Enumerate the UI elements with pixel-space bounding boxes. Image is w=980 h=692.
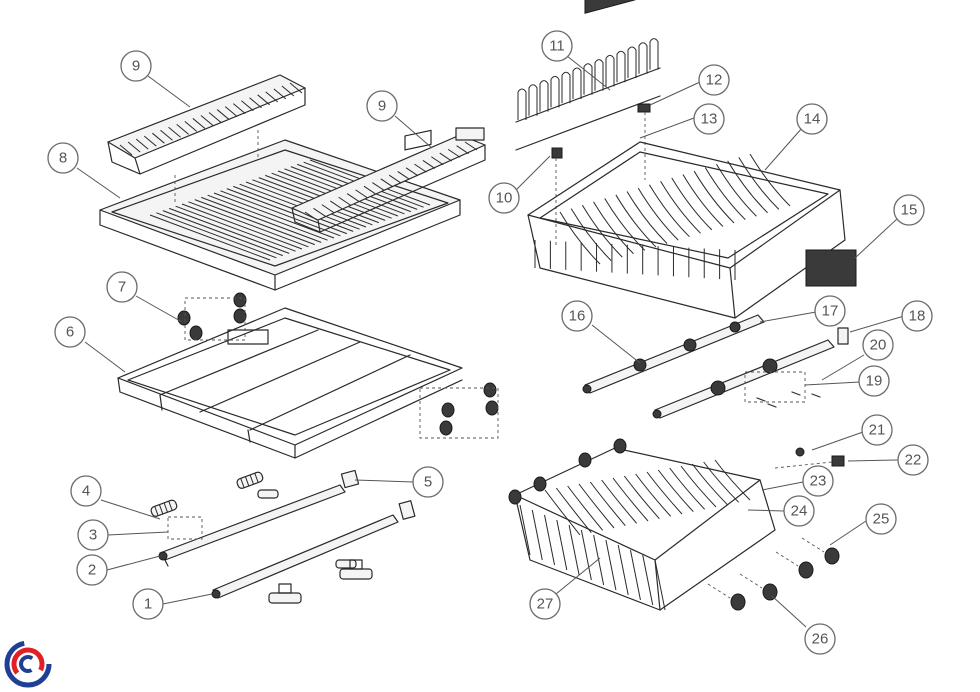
svg-text:8: 8 xyxy=(59,150,67,167)
svg-text:17: 17 xyxy=(822,303,839,320)
callout-16: 16 xyxy=(561,300,593,332)
svg-text:14: 14 xyxy=(804,111,821,128)
callout-9-right: 9 xyxy=(366,90,398,122)
svg-text:9: 9 xyxy=(132,58,140,75)
cutlery-basket-right-illustration xyxy=(291,127,486,233)
svg-text:27: 27 xyxy=(537,596,554,613)
svg-text:9: 9 xyxy=(378,98,386,115)
callout-4: 4 xyxy=(70,475,102,507)
callout-6: 6 xyxy=(54,316,86,348)
callout-5: 5 xyxy=(412,466,444,498)
svg-text:18: 18 xyxy=(909,308,926,325)
callout-3: 3 xyxy=(77,519,109,551)
callout-19: 19 xyxy=(858,365,890,397)
callout-25: 25 xyxy=(865,503,897,535)
callout-labels: 1 2 3 4 5 6 7 8 9 9 10 11 12 13 14 15 16… xyxy=(47,30,933,655)
lower-basket-illustration xyxy=(508,438,845,611)
callout-23: 23 xyxy=(802,465,834,497)
callout-21: 21 xyxy=(861,414,893,446)
upper-frame-illustration xyxy=(117,307,463,459)
svg-text:19: 19 xyxy=(866,373,883,390)
callout-17: 17 xyxy=(814,295,846,327)
callout-12: 12 xyxy=(698,64,730,96)
spray-arm-illustration xyxy=(582,314,849,419)
callout-14: 14 xyxy=(796,103,828,135)
svg-text:16: 16 xyxy=(569,308,586,325)
callout-15: 15 xyxy=(893,194,925,226)
callout-8: 8 xyxy=(47,142,79,174)
svg-text:21: 21 xyxy=(869,422,886,439)
brand-swirl-logo-icon xyxy=(4,640,52,688)
upper-basket-illustration xyxy=(515,0,857,319)
cutlery-tray-illustration xyxy=(99,129,461,291)
callout-26: 26 xyxy=(804,623,836,655)
svg-text:11: 11 xyxy=(549,38,565,55)
svg-text:6: 6 xyxy=(66,324,74,341)
callout-24: 24 xyxy=(783,495,815,527)
leader-lines xyxy=(76,55,905,628)
svg-text:24: 24 xyxy=(791,503,808,520)
callout-9-left: 9 xyxy=(120,50,152,82)
svg-text:22: 22 xyxy=(905,452,922,469)
svg-text:15: 15 xyxy=(901,202,918,219)
svg-text:26: 26 xyxy=(812,631,829,648)
svg-text:1: 1 xyxy=(144,596,152,613)
frame-wheels-illustration xyxy=(177,292,499,439)
callout-11: 11 xyxy=(541,30,573,62)
svg-text:20: 20 xyxy=(870,337,887,354)
cutlery-basket-left-illustration xyxy=(107,74,306,205)
callout-10: 10 xyxy=(488,182,520,214)
callout-2: 2 xyxy=(76,554,108,586)
svg-text:10: 10 xyxy=(496,190,513,207)
svg-text:25: 25 xyxy=(873,511,890,528)
svg-text:5: 5 xyxy=(424,474,432,491)
svg-text:4: 4 xyxy=(82,483,90,500)
rails-illustration xyxy=(150,469,416,604)
callout-22: 22 xyxy=(897,444,929,476)
callout-27: 27 xyxy=(529,588,561,620)
callout-13: 13 xyxy=(693,103,725,135)
svg-text:7: 7 xyxy=(118,279,126,296)
callout-7: 7 xyxy=(106,271,138,303)
callout-18: 18 xyxy=(901,300,933,332)
svg-text:13: 13 xyxy=(701,111,718,128)
callout-20: 20 xyxy=(862,329,894,361)
svg-text:23: 23 xyxy=(810,473,827,490)
svg-text:2: 2 xyxy=(88,562,96,579)
callout-1: 1 xyxy=(132,588,164,620)
svg-text:12: 12 xyxy=(706,72,723,89)
svg-text:3: 3 xyxy=(89,527,97,544)
